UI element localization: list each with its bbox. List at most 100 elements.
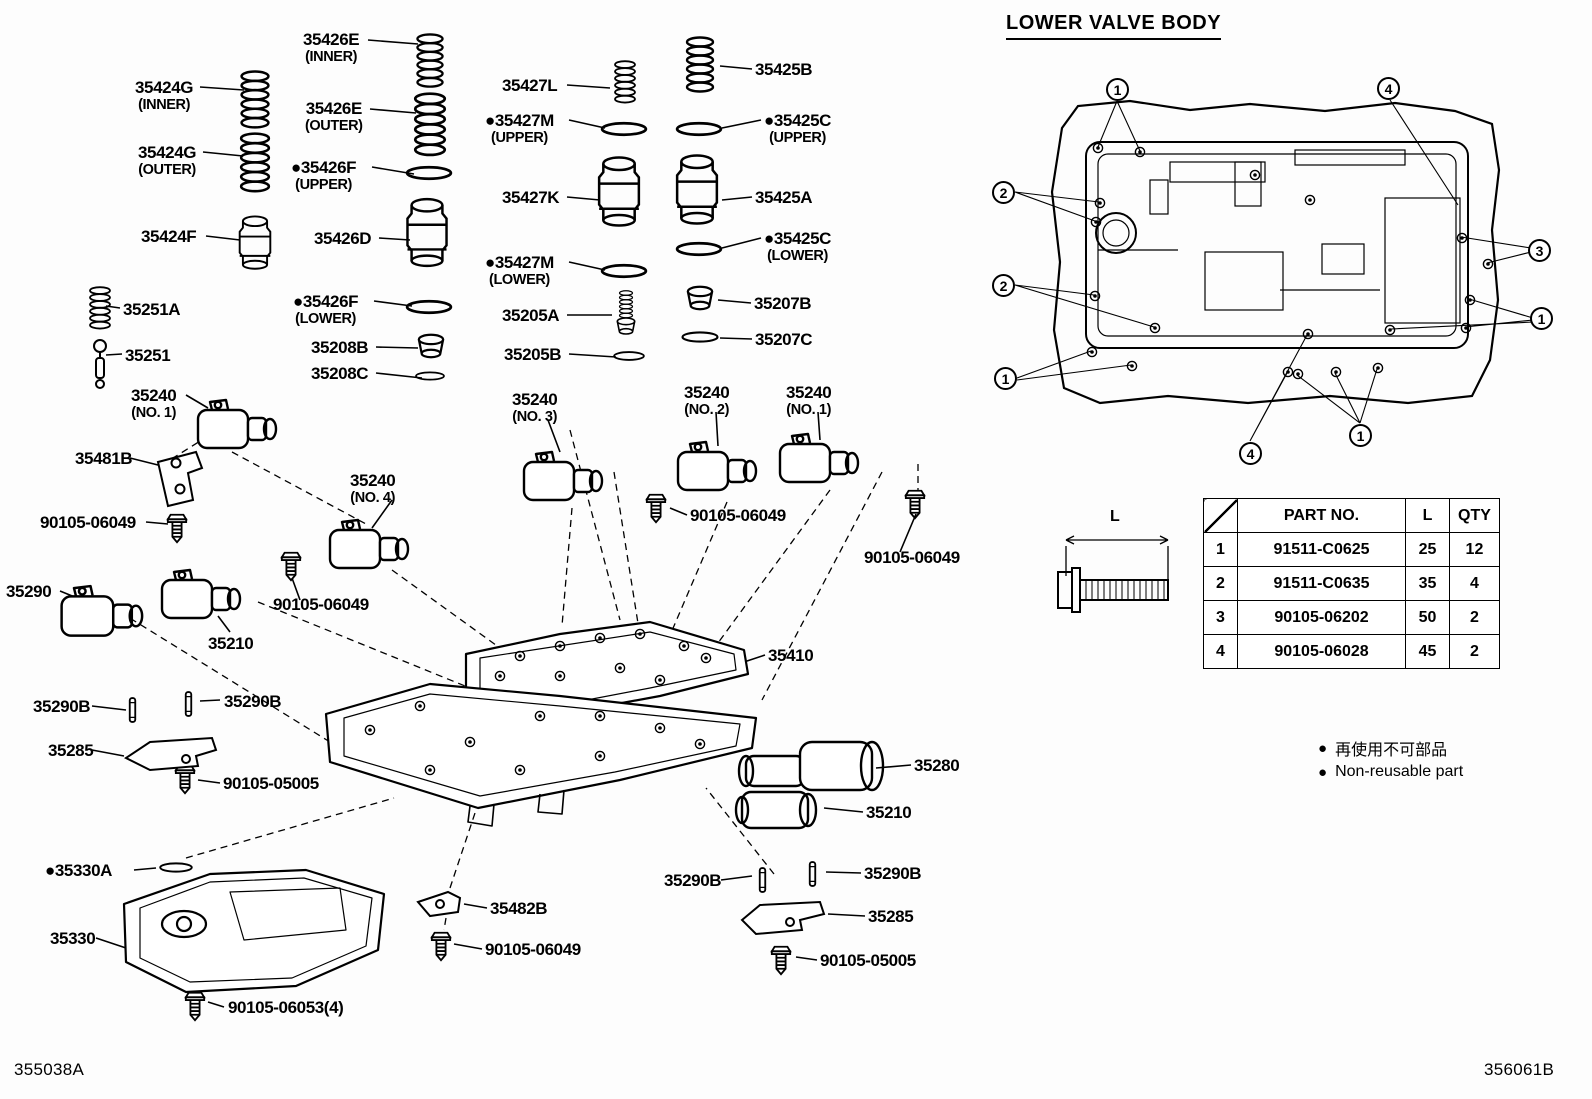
valve-35251	[93, 339, 107, 389]
spring-35427l	[613, 60, 637, 104]
part-label: 90105-06049	[864, 548, 960, 567]
table-cell-part: 91511-C0635	[1237, 566, 1406, 601]
part-label: 35424G(OUTER)	[138, 143, 197, 179]
table-cell-qty: 12	[1449, 532, 1500, 567]
part-label: 90105-06053(4)	[228, 998, 344, 1017]
part-label: 35240(NO. 1)	[786, 383, 832, 419]
callout-marker: 1	[1349, 424, 1372, 447]
valve-35424f	[238, 215, 272, 270]
oring-35205b	[613, 351, 645, 361]
lower-valve-body-boltholes	[1086, 142, 1494, 380]
legend-item-en: ● Non-reusable part	[1318, 763, 1463, 781]
part-label: 35290B	[224, 692, 282, 711]
solenoid-35210-right	[734, 790, 818, 830]
part-label: 35210	[866, 803, 912, 822]
bolt-90105-06049-c	[645, 493, 667, 524]
part-label: 35240(NO. 3)	[512, 390, 558, 426]
part-label: 35426E(INNER)	[303, 30, 360, 66]
part-label: 90105-05005	[820, 951, 916, 970]
page-code-right: 356061B	[1484, 1060, 1555, 1079]
pin-35290b-b	[184, 691, 193, 717]
callout-marker: 4	[1239, 442, 1262, 465]
part-label: ●35426F(LOWER)	[293, 292, 359, 328]
lower-valve-body-view	[1050, 99, 1501, 405]
bolt-90105-06053	[184, 991, 206, 1022]
lower-body-plate	[324, 682, 758, 827]
part-label: 90105-05005	[223, 774, 319, 793]
spring-35424g-inner	[240, 70, 270, 129]
solenoid-35280	[737, 740, 885, 792]
callout-marker: 1	[1530, 307, 1553, 330]
part-label: 35290B	[864, 864, 922, 883]
bolt-90105-06049-e	[430, 931, 452, 962]
spring-35251a	[89, 286, 111, 330]
fastener-table: PART NO. L QTY 1 91511-C0625 25 12 2 915…	[1203, 498, 1500, 669]
callout-marker: 3	[1528, 239, 1551, 262]
valve-35426d	[406, 197, 448, 268]
part-label: 35481B	[75, 449, 133, 468]
table-cell-qty: 4	[1449, 566, 1500, 601]
part-label: 35251	[125, 346, 171, 365]
spring-35205a	[618, 290, 634, 319]
bolt-90105-06049-d	[904, 489, 926, 520]
legend-text-jp: 再使用不可部品	[1335, 742, 1448, 759]
part-label: 90105-06049	[40, 513, 136, 532]
solenoid-35240-no1-right	[778, 432, 860, 484]
spring-35424g-outer	[239, 132, 271, 193]
part-label: 35208B	[311, 338, 369, 357]
table-cell-num: 4	[1203, 634, 1238, 669]
oring-35425c-upper	[675, 121, 723, 137]
part-label: 35482B	[490, 899, 548, 918]
part-label: 35410	[768, 646, 814, 665]
bracket-35482b	[416, 890, 462, 918]
valve-35425a	[675, 153, 719, 225]
non-reusable-dot-icon: ●	[1318, 739, 1328, 757]
part-label: ●35425C(UPPER)	[764, 111, 832, 147]
table-row: 4 90105-06028 45 2	[1203, 634, 1500, 669]
callout-marker: 2	[992, 181, 1015, 204]
pin-35290b-c	[758, 867, 767, 893]
part-label: 35424F	[141, 227, 197, 246]
plug-35207b	[686, 285, 714, 311]
part-label: 35280	[914, 756, 960, 775]
oring-35330a	[159, 862, 193, 873]
table-row: 2 91511-C0635 35 4	[1203, 566, 1500, 601]
legend-text-en: Non-reusable part	[1335, 763, 1464, 780]
plug-35208b	[417, 333, 445, 359]
table-cell-num: 3	[1203, 600, 1238, 635]
table-row: 1 91511-C0625 25 12	[1203, 532, 1500, 567]
table-cell-length: 50	[1405, 600, 1450, 635]
plate-35285-right	[740, 900, 826, 936]
table-cell-length: 35	[1405, 566, 1450, 601]
table-cell-length: 25	[1405, 532, 1450, 567]
table-cell-part: 90105-06028	[1237, 634, 1406, 669]
bolt-length-illustration	[1057, 535, 1169, 613]
part-label: 35425A	[755, 188, 813, 207]
pin-35290b-d	[808, 861, 817, 887]
part-label: ●35330A	[45, 861, 113, 880]
solenoid-35210	[160, 568, 242, 620]
part-label: ●35425C(LOWER)	[764, 229, 832, 265]
table-cell-num: 2	[1203, 566, 1238, 601]
part-label: 35240(NO. 4)	[350, 471, 396, 507]
legend-item-jp: ● 再使用不可部品	[1318, 736, 1447, 760]
part-label: 35290B	[33, 697, 91, 716]
table-cell-length: 45	[1405, 634, 1450, 669]
callout-marker: 4	[1377, 77, 1400, 100]
part-label: ●35427M(LOWER)	[485, 253, 554, 289]
oring-35427m-lower	[600, 263, 648, 279]
plug-illustrations	[417, 285, 714, 359]
spring-35426e-outer	[413, 92, 447, 157]
solenoid-35240-no3	[522, 450, 604, 502]
callout-marker: 1	[994, 367, 1017, 390]
part-label: 90105-06049	[485, 940, 581, 959]
callout-marker: 2	[992, 274, 1015, 297]
plate-35285-left	[124, 736, 218, 772]
callout-leader-lines	[1014, 99, 1534, 442]
column-header-qty: QTY	[1449, 498, 1500, 533]
part-label: 35251A	[123, 300, 181, 319]
part-label: 35205B	[504, 345, 562, 364]
part-label: 35210	[208, 634, 254, 653]
oring-35208c	[415, 371, 445, 381]
